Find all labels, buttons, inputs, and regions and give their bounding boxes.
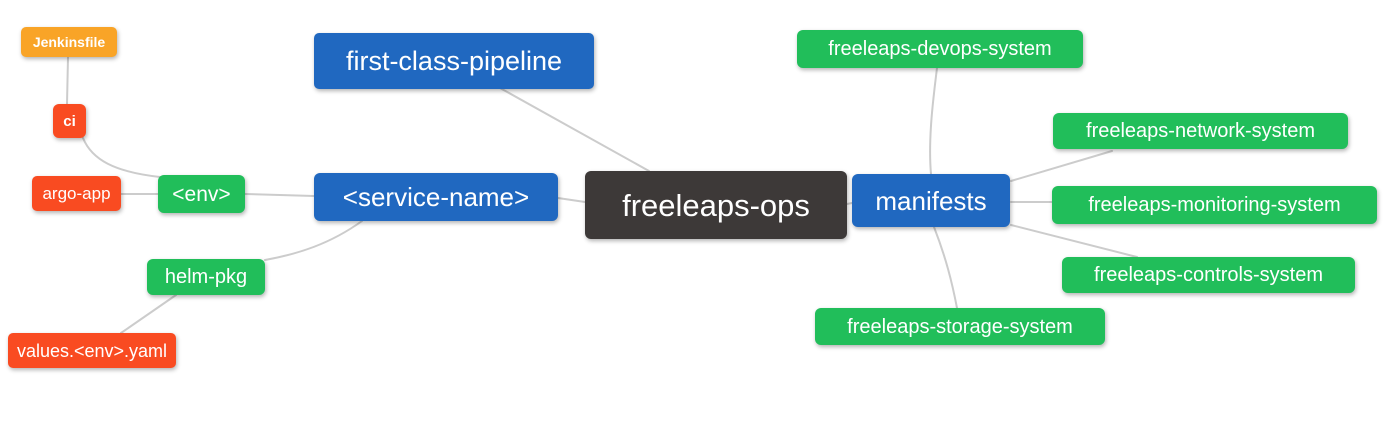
node-freeleaps-controls-system[interactable]: freeleaps-controls-system xyxy=(1062,257,1355,293)
node-first-class-pipeline[interactable]: first-class-pipeline xyxy=(314,33,594,89)
edge-manifests-controls xyxy=(1010,224,1138,258)
node-jenkinsfile[interactable]: Jenkinsfile xyxy=(21,27,117,57)
node-service-name[interactable]: <service-name> xyxy=(314,173,558,221)
node-argo-app[interactable]: argo-app xyxy=(32,176,121,211)
edge-manifests-storage xyxy=(933,226,958,309)
edge-helm-pkg-values xyxy=(120,294,177,334)
node-manifests[interactable]: manifests xyxy=(852,174,1010,227)
node-helm-pkg[interactable]: helm-pkg xyxy=(147,259,265,295)
edge-ci-env xyxy=(82,137,161,178)
edge-manifests-devops xyxy=(929,67,938,175)
node-ci[interactable]: ci xyxy=(53,104,86,138)
node-freeleaps-storage-system[interactable]: freeleaps-storage-system xyxy=(815,308,1105,345)
node-freeleaps-devops-system[interactable]: freeleaps-devops-system xyxy=(797,30,1083,68)
node-freeleaps-ops[interactable]: freeleaps-ops xyxy=(585,171,847,239)
edge-manifests-network xyxy=(1010,150,1113,182)
node-values-env-yaml[interactable]: values.<env>.yaml xyxy=(8,333,176,368)
edge-service-name-freeleaps-ops xyxy=(557,197,586,203)
edge-env-service-name xyxy=(244,193,315,197)
node-freeleaps-monitoring-system[interactable]: freeleaps-monitoring-system xyxy=(1052,186,1377,224)
edge-service-name-helm-pkg xyxy=(264,220,363,261)
edge-freeleaps-ops-manifests xyxy=(846,202,853,205)
node-freeleaps-network-system[interactable]: freeleaps-network-system xyxy=(1053,113,1348,149)
node-env[interactable]: <env> xyxy=(158,175,245,213)
edge-pipeline-freeleaps-ops xyxy=(499,87,650,172)
edge-jenkinsfile-ci xyxy=(66,56,69,105)
